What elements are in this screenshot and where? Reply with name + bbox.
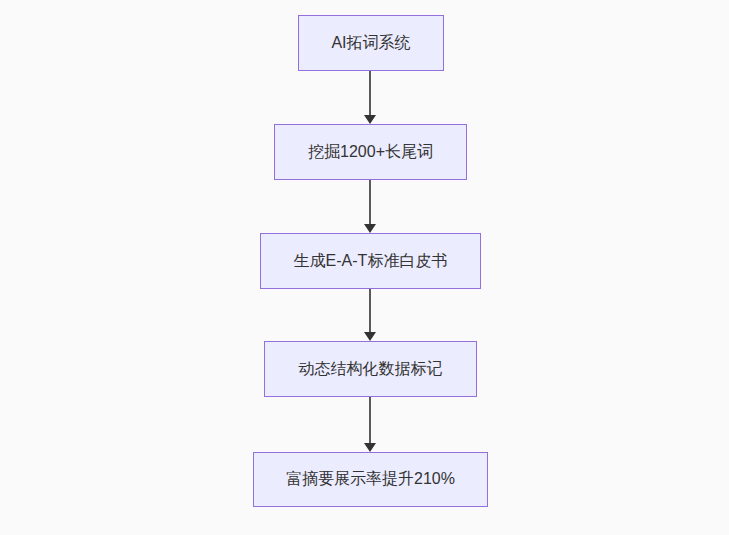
node-label: 挖掘1200+长尾词 — [308, 142, 433, 163]
arrow-line — [369, 180, 371, 225]
flowchart-node-longtail-mining: 挖掘1200+长尾词 — [274, 124, 467, 180]
arrowhead-down-icon — [364, 443, 376, 452]
flowchart-node-eat-whitepaper: 生成E-A-T标准白皮书 — [260, 233, 481, 289]
node-label: 动态结构化数据标记 — [299, 359, 443, 380]
arrow-line — [369, 71, 371, 116]
flowchart-node-rich-snippet-rate: 富摘要展示率提升210% — [253, 452, 488, 507]
arrowhead-down-icon — [364, 332, 376, 341]
arrow-connector-1 — [364, 71, 376, 124]
arrow-line — [369, 397, 371, 444]
flowchart-node-ai-word-system: AI拓词系统 — [298, 15, 444, 71]
node-label: 富摘要展示率提升210% — [286, 469, 455, 490]
flowchart-node-structured-data: 动态结构化数据标记 — [264, 341, 477, 397]
node-label: 生成E-A-T标准白皮书 — [294, 251, 448, 272]
node-label: AI拓词系统 — [331, 33, 410, 54]
arrow-line — [369, 289, 371, 333]
arrowhead-down-icon — [364, 115, 376, 124]
arrow-connector-4 — [364, 397, 376, 452]
arrowhead-down-icon — [364, 224, 376, 233]
arrow-connector-3 — [364, 289, 376, 341]
arrow-connector-2 — [364, 180, 376, 233]
